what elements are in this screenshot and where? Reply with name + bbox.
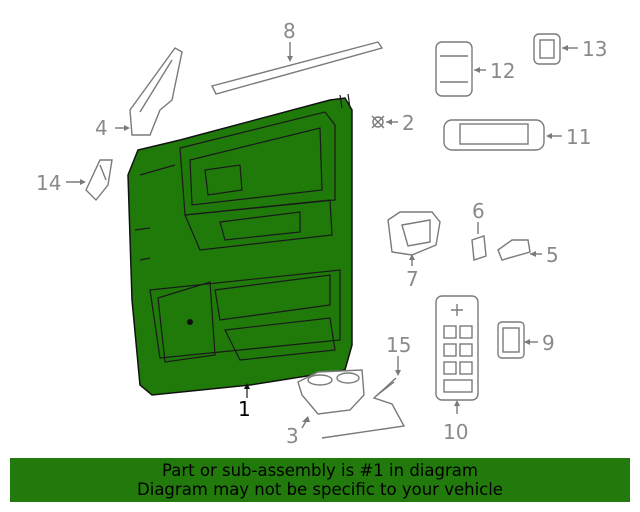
weatherstrip-part-8[interactable]	[210, 41, 384, 95]
bezel-part-5[interactable]	[497, 239, 542, 261]
banner-line-2: Diagram may not be specific to your vehi…	[137, 480, 503, 499]
callout-6: 6	[472, 199, 485, 223]
bracket-part-14[interactable]	[66, 159, 113, 202]
callout-8: 8	[283, 19, 296, 43]
callout-15: 15	[386, 333, 411, 357]
callout-12: 12	[490, 59, 515, 83]
lock-switch-part-13[interactable]	[533, 33, 578, 65]
callout-1: 1	[238, 397, 251, 421]
banner-line-1: Part or sub-assembly is #1 in diagram	[162, 461, 478, 480]
callout-5: 5	[546, 243, 559, 267]
cap-part-6[interactable]	[471, 222, 487, 261]
callout-13: 13	[582, 37, 607, 61]
callout-3: 3	[286, 424, 299, 448]
handle-housing-part-7[interactable]	[387, 211, 441, 266]
callout-7: 7	[406, 267, 419, 291]
lamp-part-12[interactable]	[435, 41, 486, 97]
callout-4: 4	[95, 116, 108, 140]
callout-14: 14	[36, 171, 61, 195]
parts-diagram: 1 2 3 4 5 6 7 8 9 10 11 12 13 14 15	[36, 19, 607, 448]
info-banner: Part or sub-assembly is #1 in diagram Di…	[10, 458, 630, 502]
sail-panel-trim-part-4[interactable]	[115, 47, 183, 136]
cup-holder-bin-part-3[interactable]	[297, 369, 365, 429]
switch-part-9[interactable]	[497, 321, 538, 359]
callout-2: 2	[402, 111, 415, 135]
push-pin-part-2[interactable]	[371, 115, 398, 129]
callout-9: 9	[542, 331, 555, 355]
courtesy-lamp-part-11[interactable]	[443, 119, 562, 151]
window-switch-part-10[interactable]	[435, 295, 479, 414]
door-trim-panel-part-1[interactable]	[127, 93, 353, 396]
callout-10: 10	[443, 420, 468, 444]
callout-11: 11	[566, 125, 591, 149]
rod-part-15[interactable]	[321, 356, 406, 439]
